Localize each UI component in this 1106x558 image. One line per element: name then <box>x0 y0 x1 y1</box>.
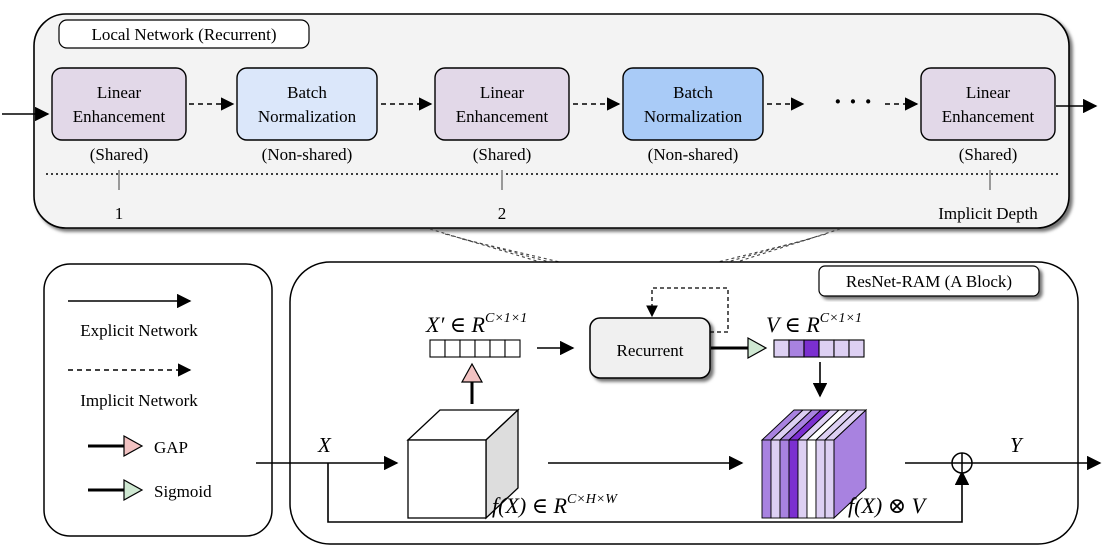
resnet-ram-title-box <box>818 265 1040 297</box>
tensor-slice <box>779 439 790 519</box>
tensor-slice <box>770 439 781 519</box>
legend-box <box>43 263 273 537</box>
tensor-slice <box>761 439 772 519</box>
block-1-sub: (Shared) <box>90 145 149 164</box>
x-prime-cell <box>489 339 506 358</box>
v-cell <box>803 339 820 358</box>
sum-node <box>951 452 973 474</box>
block-1: Linear Enhancement (Shared) <box>51 67 187 164</box>
x-prime-cell <box>474 339 491 358</box>
legend-sigmoid-symbol <box>88 478 144 502</box>
block-5-line1: Linear <box>966 83 1011 102</box>
block-4: Batch Normalization (Non-shared) <box>622 67 764 164</box>
v-sup: C×1×1 <box>820 311 862 326</box>
tensor-side <box>833 408 867 520</box>
x-prime-sup: C×1×1 <box>485 311 527 326</box>
recurrent-label: Recurrent <box>616 341 683 360</box>
block-2: Batch Normalization (Non-shared) <box>236 67 378 164</box>
v-vector <box>773 339 865 358</box>
block-3: Linear Enhancement (Shared) <box>434 67 570 164</box>
block-4-line2: Normalization <box>644 107 743 126</box>
block-2-line1: Batch <box>287 83 327 102</box>
tensor-slice <box>788 439 799 519</box>
gap-arrow <box>460 362 484 404</box>
sigmoid-arrow <box>711 336 768 360</box>
x-prime-cell <box>429 339 446 358</box>
local-network-title-box <box>58 19 310 49</box>
block-5: Linear Enhancement (Shared) <box>920 67 1056 164</box>
fx-label: f(X) ∈ RC×H×W <box>492 492 618 518</box>
legend-gap-label: GAP <box>154 438 188 457</box>
v-cell <box>818 339 835 358</box>
depth-label-3: Implicit Depth <box>938 204 1038 223</box>
v-cell <box>773 339 790 358</box>
scaled-tensor <box>760 408 868 520</box>
x-label: X <box>317 433 332 457</box>
block-4-line1: Batch <box>673 83 713 102</box>
block-2-line2: Normalization <box>258 107 357 126</box>
x-prime-cell <box>459 339 476 358</box>
recurrent-loop <box>646 287 729 333</box>
tensor-slice <box>815 439 826 519</box>
feature-cube <box>406 408 520 520</box>
fxv-label: f(X) ⊗ V <box>848 493 928 518</box>
block-4-box <box>622 67 764 141</box>
y-label: Y <box>1010 433 1024 457</box>
x-prime-cell <box>444 339 461 358</box>
x-prime-vector <box>429 339 521 358</box>
fx-text: f(X) ∈ R <box>492 493 567 518</box>
v-label: V ∈ RC×1×1 <box>766 311 862 337</box>
v-cell <box>788 339 805 358</box>
x-prime-cell <box>504 339 521 358</box>
block-5-box <box>920 67 1056 141</box>
depth-label-2: 2 <box>498 204 507 223</box>
tensor-slice <box>806 439 817 519</box>
resnet-ram-title: ResNet-RAM (A Block) <box>846 272 1012 291</box>
block-1-line2: Enhancement <box>73 107 166 126</box>
block-1-box <box>51 67 187 141</box>
fx-sup: C×H×W <box>567 492 618 507</box>
block-4-sub: (Non-shared) <box>648 145 739 164</box>
legend-implicit-label: Implicit Network <box>80 391 198 410</box>
tensor-slice <box>797 439 808 519</box>
v-text: V ∈ R <box>766 312 820 337</box>
block-3-box <box>434 67 570 141</box>
legend-sigmoid-label: Sigmoid <box>154 482 212 501</box>
residual-path <box>327 463 970 523</box>
v-cell <box>833 339 850 358</box>
block-3-sub: (Shared) <box>473 145 532 164</box>
block-3-line1: Linear <box>480 83 525 102</box>
x-prime-label: X′ ∈ RC×1×1 <box>425 311 527 337</box>
block-3-line2: Enhancement <box>456 107 549 126</box>
legend-explicit-label: Explicit Network <box>80 321 198 340</box>
block-5-sub: (Shared) <box>959 145 1018 164</box>
x-prime-text: X′ ∈ R <box>425 312 486 337</box>
local-network-title: Local Network (Recurrent) <box>91 25 276 44</box>
block-5-line2: Enhancement <box>942 107 1035 126</box>
tensor-slice <box>824 439 835 519</box>
v-cell <box>848 339 865 358</box>
block-1-line1: Linear <box>97 83 142 102</box>
legend-gap-symbol <box>88 434 144 458</box>
depth-label-1: 1 <box>115 204 124 223</box>
block-2-sub: (Non-shared) <box>262 145 353 164</box>
block-2-box <box>236 67 378 141</box>
ellipsis: · · · <box>833 87 872 116</box>
recurrent-box[interactable] <box>589 317 711 379</box>
